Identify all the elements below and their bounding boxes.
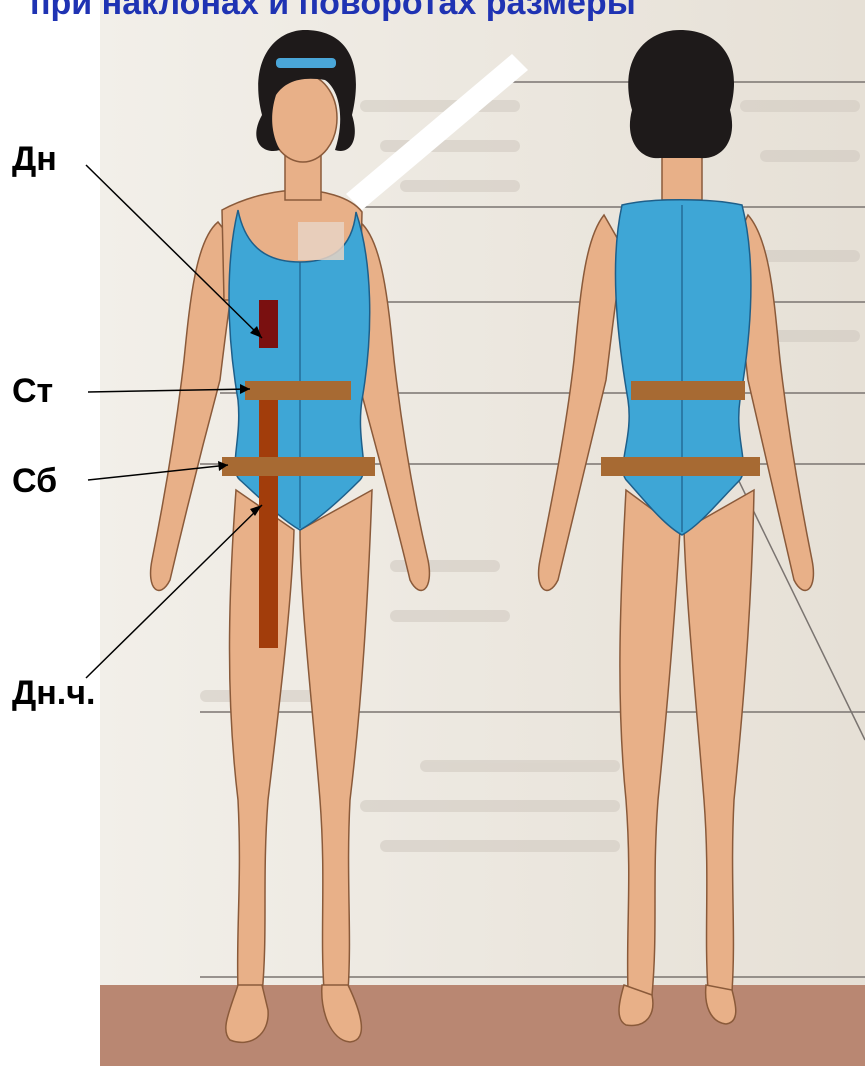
front-length-bar-upper (259, 300, 278, 348)
slide-heading: при наклонах и поворотах размеры (30, 0, 865, 20)
front-length-bar-lower (259, 390, 278, 648)
label-dnch: Дн.ч. (12, 676, 95, 710)
front-headband (276, 58, 336, 68)
back-waist-bar (631, 381, 745, 400)
back-hair (628, 30, 734, 158)
label-dn: Дн (12, 142, 57, 176)
label-sb: Сб (12, 464, 57, 498)
front-waist-bar (245, 381, 351, 400)
label-st: Ст (12, 374, 53, 408)
neck-patch (298, 222, 344, 260)
back-swimsuit (615, 200, 750, 535)
back-hip-bar (601, 457, 760, 476)
floor (100, 985, 865, 1066)
front-hip-bar (222, 457, 375, 476)
